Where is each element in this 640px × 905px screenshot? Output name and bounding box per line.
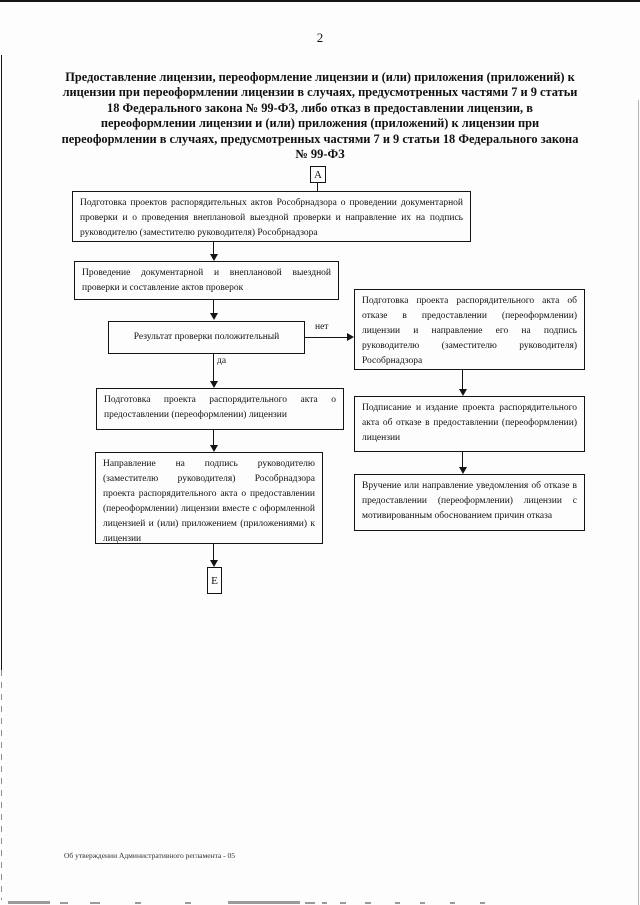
scan-edge-top: [0, 0, 640, 2]
flow-line: [213, 544, 214, 560]
document-title: Предоставление лицензии, переоформление …: [61, 70, 579, 162]
flow-connector-exit: Е: [207, 567, 222, 594]
edge-label-no: нет: [315, 322, 329, 332]
flow-box-conduct-checks: Проведение документарной и внеплановой в…: [74, 261, 339, 300]
arrow-down-icon: [210, 254, 218, 261]
flow-box-decision: Результат проверки положительный: [108, 321, 305, 354]
edge-label-yes: да: [217, 356, 227, 366]
arrow-down-icon: [210, 381, 218, 388]
arrow-down-icon: [210, 313, 218, 320]
flow-line: [305, 337, 347, 338]
flow-line: [213, 354, 214, 381]
scan-bottom-fragment: [480, 902, 485, 904]
scan-bottom-fragment: [395, 902, 400, 904]
scan-bottom-fragment: [420, 902, 425, 904]
flow-line: [317, 183, 318, 191]
flow-line: [213, 300, 214, 314]
arrow-right-icon: [347, 333, 354, 341]
scan-bottom-fragment: [90, 902, 100, 904]
scan-bottom-fragment: [185, 902, 191, 904]
arrow-down-icon: [459, 389, 467, 396]
arrow-down-icon: [210, 445, 218, 452]
scan-edge-left-fade: [1, 670, 2, 900]
scan-bottom-fragment: [228, 901, 300, 904]
scan-bottom-fragment: [322, 902, 327, 904]
arrow-down-icon: [210, 560, 218, 567]
scan-bottom-fragment: [8, 901, 50, 904]
flow-line: [213, 242, 214, 255]
flow-line: [462, 370, 463, 389]
flow-box-sign-refusal: Подписание и издание проекта распорядите…: [354, 396, 585, 452]
scan-bottom-fragment: [60, 902, 68, 904]
flow-connector-entry: А: [310, 166, 326, 183]
scan-bottom-fragment: [365, 902, 371, 904]
flow-line: [462, 452, 463, 468]
flow-box-prepare-grant: Подготовка проекта распорядительного акт…: [96, 388, 344, 430]
scan-bottom-fragment: [305, 902, 315, 904]
scan-edge-left: [1, 55, 2, 670]
flow-line: [213, 430, 214, 445]
scan-bottom-fragment: [450, 902, 455, 904]
flow-box-prepare-refusal: Подготовка проекта распорядительного акт…: [354, 289, 585, 370]
scan-bottom-fragment: [340, 902, 346, 904]
arrow-down-icon: [459, 467, 467, 474]
flow-box-prepare-acts: Подготовка проектов распорядительных акт…: [72, 191, 471, 242]
flow-box-send-for-signature: Направление на подпись руководителю (зам…: [95, 452, 323, 544]
footer-note: Об утверждении Административного регламе…: [64, 851, 236, 860]
flow-box-deliver-refusal: Вручение или направление уведомления об …: [354, 474, 585, 531]
scan-edge-right: [638, 100, 639, 905]
scan-bottom-fragment: [135, 902, 141, 904]
page-number: 2: [316, 30, 324, 45]
